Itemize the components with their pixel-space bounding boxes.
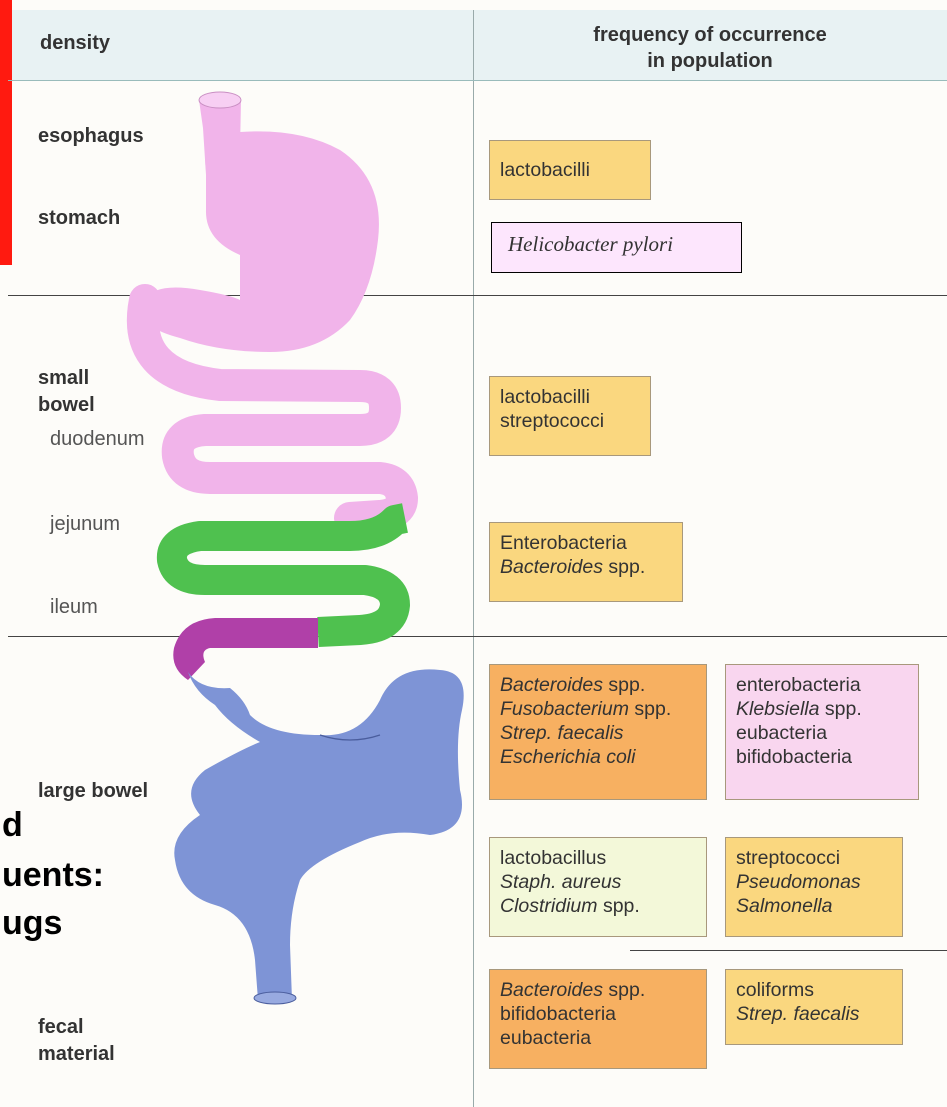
box-text: eubacteria — [500, 1026, 696, 1050]
box-fecal-2: coliforms Strep. faecalis — [725, 969, 903, 1045]
stomach-shape — [142, 131, 379, 352]
box-text: Clostridium — [500, 895, 598, 917]
box-text: spp. — [629, 698, 671, 720]
box-large-bowel-4: streptococci Pseudomonas Salmonella — [725, 837, 903, 937]
box-text: streptococci — [500, 409, 640, 433]
box-text: Strep. faecalis — [500, 721, 696, 745]
box-text: streptococci — [736, 846, 892, 870]
box-text: eubacteria — [736, 721, 908, 745]
box-large-bowel-1: Bacteroides spp. Fusobacterium spp. Stre… — [489, 664, 707, 800]
label-fecal-2: material — [38, 1042, 115, 1066]
box-helicobacter: Helicobacter pylori — [491, 222, 742, 273]
box-fecal-1: Bacteroides spp. bifidobacteria eubacter… — [489, 969, 707, 1069]
box-text: Salmonella — [736, 894, 892, 918]
label-large-bowel: large bowel — [38, 779, 148, 803]
label-duodenum: duodenum — [50, 427, 145, 451]
esophagus-opening — [199, 92, 241, 108]
box-text: Pseudomonas — [736, 870, 892, 894]
overlay-text-2: uents: — [2, 854, 104, 896]
box-text: Klebsiella — [736, 698, 819, 720]
box-text: lactobacilli — [500, 385, 640, 409]
label-jejunum: jejunum — [50, 512, 120, 536]
box-text: bifidobacteria — [500, 1002, 696, 1026]
label-small-bowel-2: bowel — [38, 393, 95, 417]
box-text: Bacteroides — [500, 979, 603, 1001]
jejunum-shape — [172, 518, 405, 632]
box-text: spp. — [603, 556, 645, 578]
box-text: enterobacteria — [736, 673, 908, 697]
box-text: Helicobacter pylori — [508, 232, 725, 256]
large-bowel-shape — [174, 669, 463, 1000]
overlay-text-3: ugs — [2, 902, 62, 944]
box-text: Fusobacterium — [500, 698, 629, 720]
box-text: Strep. faecalis — [736, 1002, 892, 1026]
box-text: coliforms — [736, 978, 892, 1002]
box-large-bowel-3: lactobacillus Staph. aureus Clostridium … — [489, 837, 707, 937]
label-fecal-1: fecal — [38, 1015, 84, 1039]
box-text: bifidobacteria — [736, 745, 908, 769]
box-text: spp. — [819, 698, 861, 720]
label-small-bowel-1: small — [38, 366, 89, 390]
box-text: Enterobacteria — [500, 531, 672, 555]
box-text: Bacteroides — [500, 556, 603, 578]
box-large-bowel-2: enterobacteria Klebsiella spp. eubacteri… — [725, 664, 919, 800]
ileum-shape — [173, 618, 318, 680]
box-text: spp. — [603, 979, 645, 1001]
rectum-opening — [254, 992, 296, 1004]
box-text: Staph. aureus — [500, 870, 696, 894]
box-text: lactobacilli — [500, 158, 640, 182]
label-esophagus: esophagus — [38, 124, 144, 148]
box-stomach-lactobacilli: lactobacilli — [489, 140, 651, 200]
box-text: Bacteroides — [500, 674, 603, 696]
overlay-text-1: d — [2, 804, 23, 846]
box-text: Escherichia coli — [500, 745, 696, 769]
box-text: lactobacillus — [500, 846, 696, 870]
label-ileum: ileum — [50, 595, 98, 619]
box-text: spp. — [603, 674, 645, 696]
box-text: spp. — [598, 895, 640, 917]
label-stomach: stomach — [38, 206, 120, 230]
box-duodenum: lactobacilli streptococci — [489, 376, 651, 456]
box-jejunum: Enterobacteria Bacteroides spp. — [489, 522, 683, 602]
